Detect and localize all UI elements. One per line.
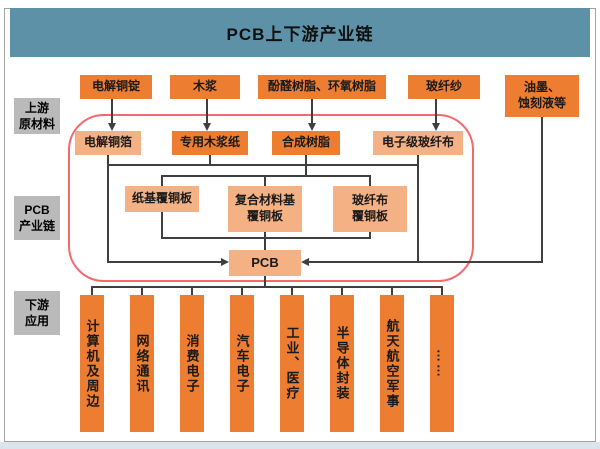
side-label-pcb-chain: PCB 产业链: [14, 196, 60, 240]
node-app-others: ……: [430, 295, 454, 432]
connector-line: [209, 155, 211, 166]
arrow-down-icon: [432, 123, 440, 131]
connector-line: [311, 99, 313, 124]
side-label-upstream: 上游 原材料: [14, 98, 60, 134]
connector-line: [161, 175, 371, 177]
pcb-chain-outline: [68, 114, 474, 282]
node-app-aerospace: 航天航空军事: [380, 295, 404, 432]
connector-line: [541, 117, 543, 263]
page-title: PCB上下游产业链: [226, 25, 374, 44]
connector-line: [391, 287, 393, 295]
node-ink-etchant: 油墨、 蚀刻液等: [505, 75, 579, 117]
node-app-automotive: 汽车电子: [230, 295, 254, 432]
node-composite-ccl: 复合材料基 覆铜板: [228, 186, 302, 232]
connector-line: [241, 287, 243, 295]
footer-strip: [0, 442, 600, 449]
connector-line: [264, 177, 266, 186]
arrow-left-icon: [301, 258, 309, 266]
arrow-down-icon: [203, 123, 211, 131]
node-wood-pulp: 木浆: [170, 75, 240, 99]
connector-line: [309, 261, 543, 263]
connector-line: [191, 287, 193, 295]
connector-line: [441, 287, 443, 295]
connector-line: [141, 287, 143, 295]
node-app-computer: 计算机及周边: [80, 295, 104, 432]
node-app-semiconductor: 半导体封装: [330, 295, 354, 432]
connector-line: [161, 177, 163, 186]
arrow-down-icon: [308, 123, 316, 131]
connector-line: [161, 237, 371, 239]
node-app-network: 网络通讯: [130, 295, 154, 432]
connector-line: [111, 99, 113, 124]
node-glass-fiber-yarn: 玻纤纱: [408, 75, 480, 99]
connector-line: [206, 99, 208, 124]
arrow-down-icon: [108, 123, 116, 131]
node-pcb: PCB: [229, 250, 301, 276]
connector-line: [291, 287, 293, 295]
connector-line: [264, 232, 266, 250]
node-phenolic-epoxy-resin: 酚醛树脂、环氧树脂: [258, 75, 386, 99]
connector-line: [91, 287, 93, 295]
connector-line: [369, 232, 371, 239]
node-wood-pulp-paper: 专用木浆纸: [172, 131, 248, 155]
node-app-consumer: 消费电子: [180, 295, 204, 432]
node-synthetic-resin: 合成树脂: [272, 131, 340, 155]
connector-line: [161, 212, 163, 239]
title-banner: PCB上下游产业链: [10, 8, 590, 57]
connector-line: [264, 276, 266, 287]
connector-line: [91, 286, 443, 288]
connector-line: [107, 164, 419, 166]
connector-line: [305, 155, 307, 177]
arrow-right-icon: [221, 258, 229, 266]
connector-line: [417, 155, 419, 263]
connector-line: [369, 177, 371, 186]
side-label-downstream: 下游 应用: [14, 291, 60, 335]
node-copper-foil: 电解铜箔: [75, 131, 141, 155]
node-glass-cloth-ccl: 玻纤布 覆铜板: [333, 186, 407, 232]
connector-line: [341, 287, 343, 295]
connector-line: [107, 155, 109, 263]
node-paper-based-ccl: 纸基覆铜板: [125, 186, 199, 212]
connector-line: [435, 99, 437, 124]
connector-line: [107, 261, 221, 263]
node-electronic-glass-cloth: 电子级玻纤布: [373, 131, 463, 155]
node-app-industrial-medical: 工业、医疗: [280, 295, 304, 432]
node-copper-ingot: 电解铜锭: [80, 75, 152, 99]
